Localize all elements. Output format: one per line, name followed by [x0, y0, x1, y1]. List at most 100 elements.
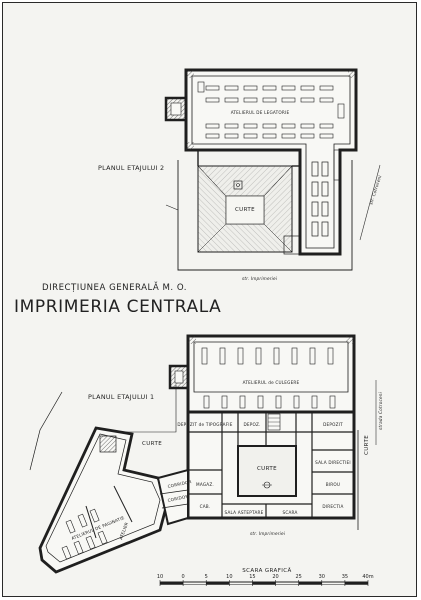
upper-courtyard-roof [197, 165, 293, 253]
upper-table [224, 85, 239, 91]
upper-table [197, 81, 205, 93]
header-line2: IMPRIMERIA CENTRALA [14, 297, 221, 317]
lower-street-bottom: str. Imprimeriei [250, 531, 286, 536]
direction-label: DIRECTIA [322, 504, 343, 509]
lower-table [203, 395, 210, 409]
upper-table [281, 85, 296, 91]
upper-table [319, 97, 334, 103]
lower-atelier-tables [201, 347, 336, 409]
upper-table [224, 123, 239, 129]
upper-right-wing-desks [311, 161, 329, 237]
lower-table [293, 395, 300, 409]
scale-tick-label: 35 [342, 574, 348, 580]
upper-table [300, 123, 315, 129]
upper-table [281, 97, 296, 103]
wing-table [65, 519, 76, 534]
wing-table [73, 540, 84, 555]
upper-street-line [359, 164, 381, 241]
lower-table [311, 395, 318, 409]
small-room-label: MAGAZ. [196, 482, 214, 487]
upper-site-boundary [177, 160, 236, 271]
depot-right-label: DEPOZIT [323, 422, 343, 427]
upper-table [205, 123, 220, 129]
wing-table [97, 530, 108, 545]
upper-table [337, 103, 345, 119]
scale-segment [206, 582, 230, 585]
upper-table [205, 97, 220, 103]
lower-courtyard-left-label: CURTE [142, 441, 162, 447]
scale-tick-label: 25 [295, 574, 301, 580]
upper-table [262, 133, 277, 139]
upper-table [243, 97, 258, 103]
scale-segment [252, 582, 276, 585]
corridor-a-label: CORRIDOR [167, 479, 192, 489]
upper-table [205, 85, 220, 91]
lower-courtyard [237, 445, 297, 497]
upper-street-bottom: str. Imprimeriei [242, 276, 278, 281]
lower-table [237, 347, 244, 365]
upper-atelier-label: ATELIERUL DE LEGATORIE [231, 110, 290, 115]
scale-segment [298, 582, 322, 585]
scale-segment [160, 582, 184, 585]
lower-table [329, 395, 336, 409]
lower-table [327, 347, 334, 365]
upper-table [319, 85, 334, 91]
lower-atelier-label: ATELIERUL de CULEGERE [243, 380, 300, 385]
scara-label: SCARA [282, 510, 297, 515]
lower-floor-plan [29, 334, 359, 574]
lower-courtyard-right-label: CURTE [364, 435, 370, 455]
depot-left-label: DEPOZIT de TIPOGRAFIE [177, 422, 232, 427]
lower-table [275, 395, 282, 409]
upper-table [224, 133, 239, 139]
wing-table [77, 513, 88, 528]
upper-atelier-tables [197, 81, 345, 139]
office-right-label: SALA DIRECTIEI [315, 460, 351, 465]
lower-table [219, 347, 226, 365]
lower-plan-title: PLANUL ETAJULUI 1 [88, 393, 154, 401]
upper-table [319, 133, 334, 139]
scale-segment [344, 582, 368, 585]
wing-table [85, 535, 96, 550]
scale-tick-label: 40m [362, 574, 373, 580]
scale-tick-label: 10 [157, 574, 163, 580]
upper-table [300, 97, 315, 103]
scale-tick-label: 10 [226, 574, 232, 580]
lower-street-right: strada Cotroceni [378, 391, 383, 430]
lower-table [257, 395, 264, 409]
upper-table [262, 123, 277, 129]
upper-table [243, 133, 258, 139]
upper-table [205, 133, 220, 139]
wing-hall-label: ATELIER [118, 521, 129, 540]
upper-table [262, 97, 277, 103]
scale-tick-label: 5 [205, 574, 208, 580]
header-line1: DIRECȚIUNEA GENERALĂ M. O. [42, 281, 187, 293]
corridor-b-label: CORIDOR [167, 494, 189, 503]
lower-table [255, 347, 262, 365]
scale-title: SCARA GRAFICĂ [242, 567, 291, 574]
cab-label: CAB. [200, 504, 211, 509]
upper-table [243, 123, 258, 129]
lower-courtyard-center-label: CURTE [257, 466, 277, 472]
upper-table [224, 97, 239, 103]
lower-table [291, 347, 298, 365]
birou-label: BIROU [326, 482, 340, 487]
scale-tick-label: 30 [319, 574, 325, 580]
upper-floor-plan [164, 68, 358, 271]
upper-outer-wall [184, 68, 358, 256]
scale-tick-label: 20 [272, 574, 278, 580]
upper-table [243, 85, 258, 91]
upper-table [319, 123, 334, 129]
scale-tick-label: 15 [249, 574, 255, 580]
upper-table [281, 133, 296, 139]
lower-table [201, 347, 208, 365]
upper-table [300, 133, 315, 139]
upper-plan-title: PLANUL ETAJULUI 2 [98, 164, 164, 172]
lower-table [221, 395, 228, 409]
wing-table [61, 545, 72, 560]
lower-diagonal-wing [38, 426, 189, 574]
sala-ast-label: SALA ASTEPTARE [225, 510, 264, 515]
wing-atelier-tables [61, 508, 108, 560]
